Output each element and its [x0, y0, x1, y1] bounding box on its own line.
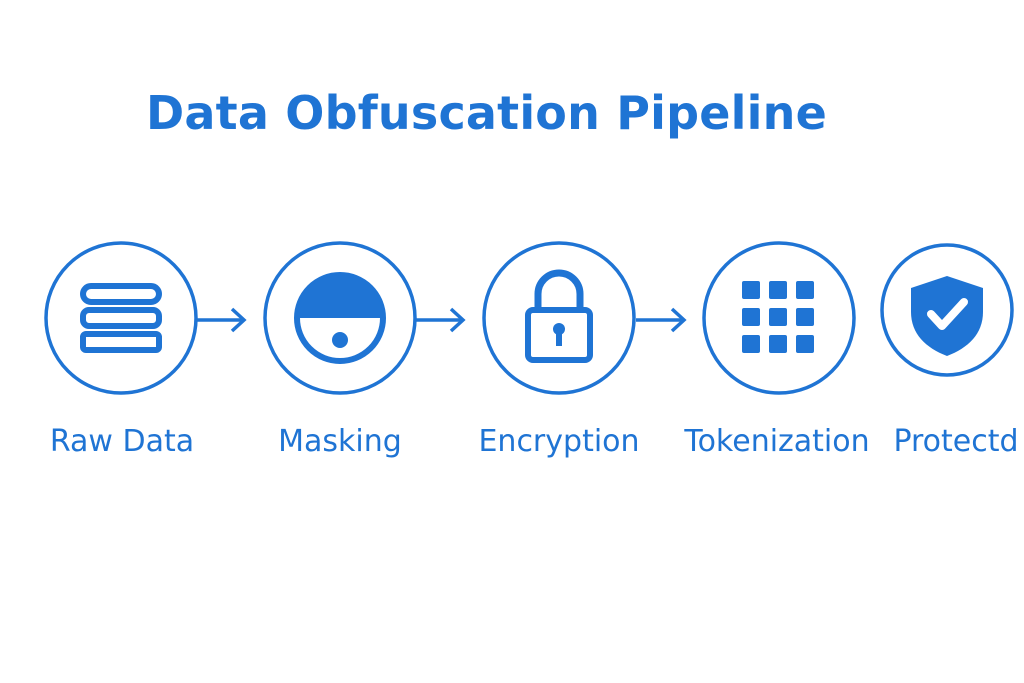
- arrow-right-icon: [196, 303, 248, 337]
- stage-protected: [880, 242, 1014, 382]
- padlock-icon: [482, 241, 636, 395]
- diagram-title: Data Obfuscation Pipeline: [146, 86, 827, 140]
- arrow-right-icon: [636, 303, 688, 337]
- stage-encryption: [481, 240, 637, 396]
- database-icon: [44, 241, 198, 395]
- stage-tokenization: [701, 240, 857, 396]
- stage-label-encryption: Encryption: [478, 424, 640, 459]
- stage-label-masking: Masking: [278, 424, 402, 459]
- stage-label-raw-data: Raw Data: [49, 424, 195, 459]
- arrow-right-icon: [415, 303, 467, 337]
- shield-check-icon: [880, 243, 1014, 377]
- stage-label-protected: Protectd: [893, 424, 1019, 459]
- token-grid-icon: [702, 241, 856, 395]
- stage-label-tokenization: Tokenization: [684, 424, 870, 459]
- mask-icon: [263, 241, 417, 395]
- stage-raw-data: [43, 240, 199, 396]
- stage-masking: [262, 240, 418, 396]
